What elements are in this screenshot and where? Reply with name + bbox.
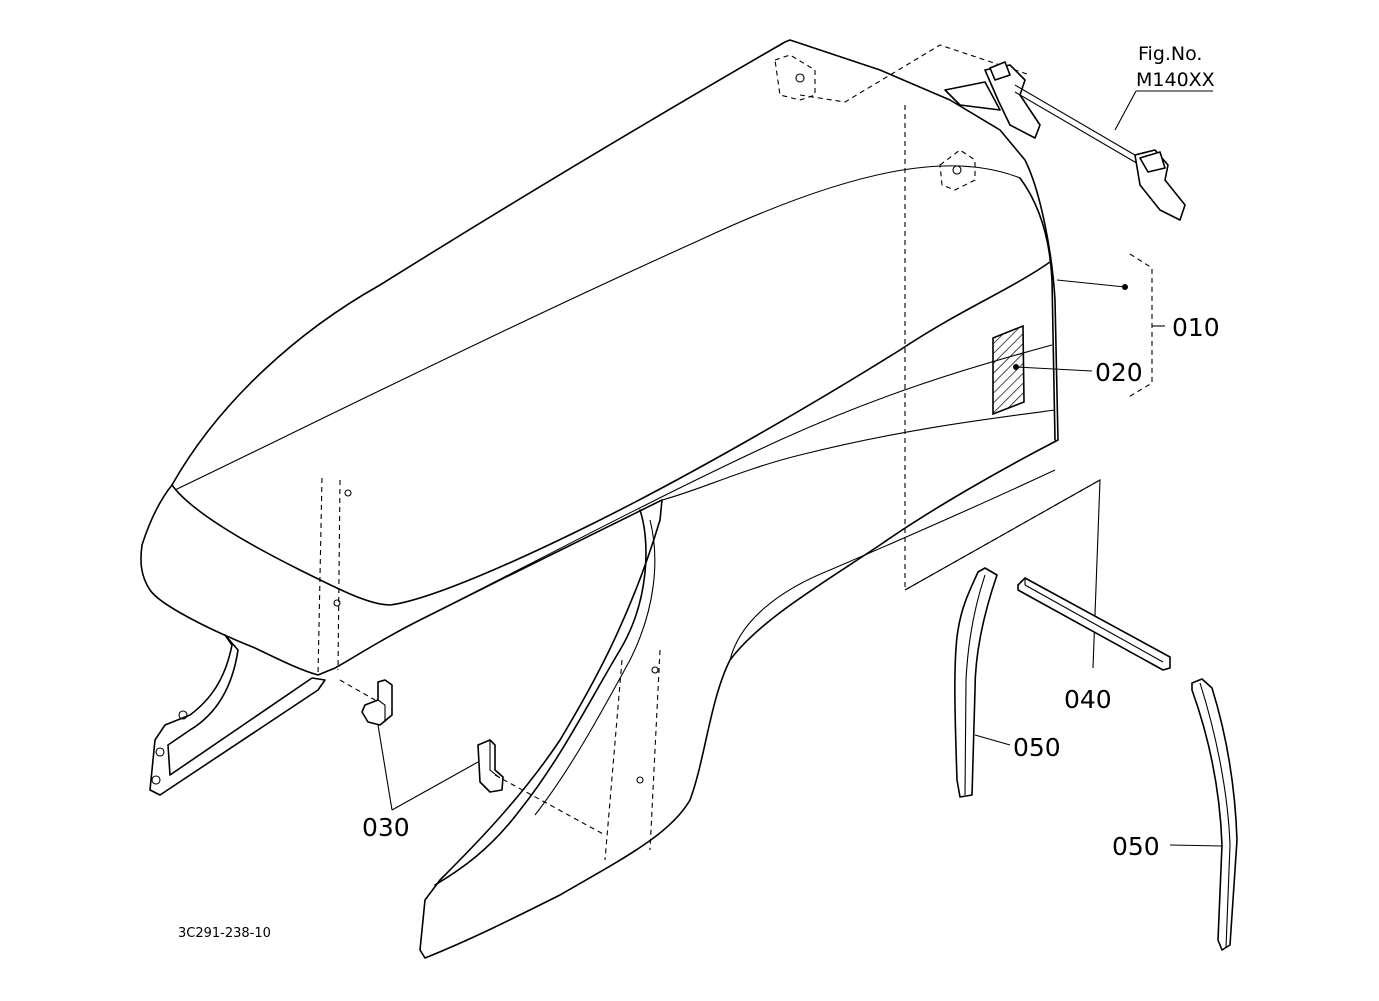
seal-050-right: 050 — [1112, 678, 1238, 951]
decal-label-020: 020 — [992, 324, 1143, 416]
callout-010: 010 — [1172, 313, 1220, 342]
hinge-assembly — [944, 61, 1186, 221]
callout-050-left: 050 — [1013, 733, 1061, 762]
figure-number: M140XX — [1136, 69, 1215, 91]
figure-heading: Fig.No. — [1138, 43, 1202, 65]
front-support-bracket — [149, 634, 326, 796]
drawing-code: 3C291-238-10 — [178, 926, 271, 941]
hood-panel — [140, 39, 1059, 959]
callout-040: 040 — [1064, 685, 1112, 714]
callout-030: 030 — [362, 813, 410, 842]
seal-050-left: 050 — [954, 567, 1061, 798]
callout-050-right: 050 — [1112, 832, 1160, 861]
callout-020: 020 — [1095, 358, 1143, 387]
pad-030-part: 030 — [339, 679, 606, 842]
callout-010-group: 010 — [1056, 253, 1220, 399]
seal-strip-040: 040 — [1017, 577, 1171, 714]
figure-reference: Fig.No. M140XX — [1114, 43, 1215, 131]
